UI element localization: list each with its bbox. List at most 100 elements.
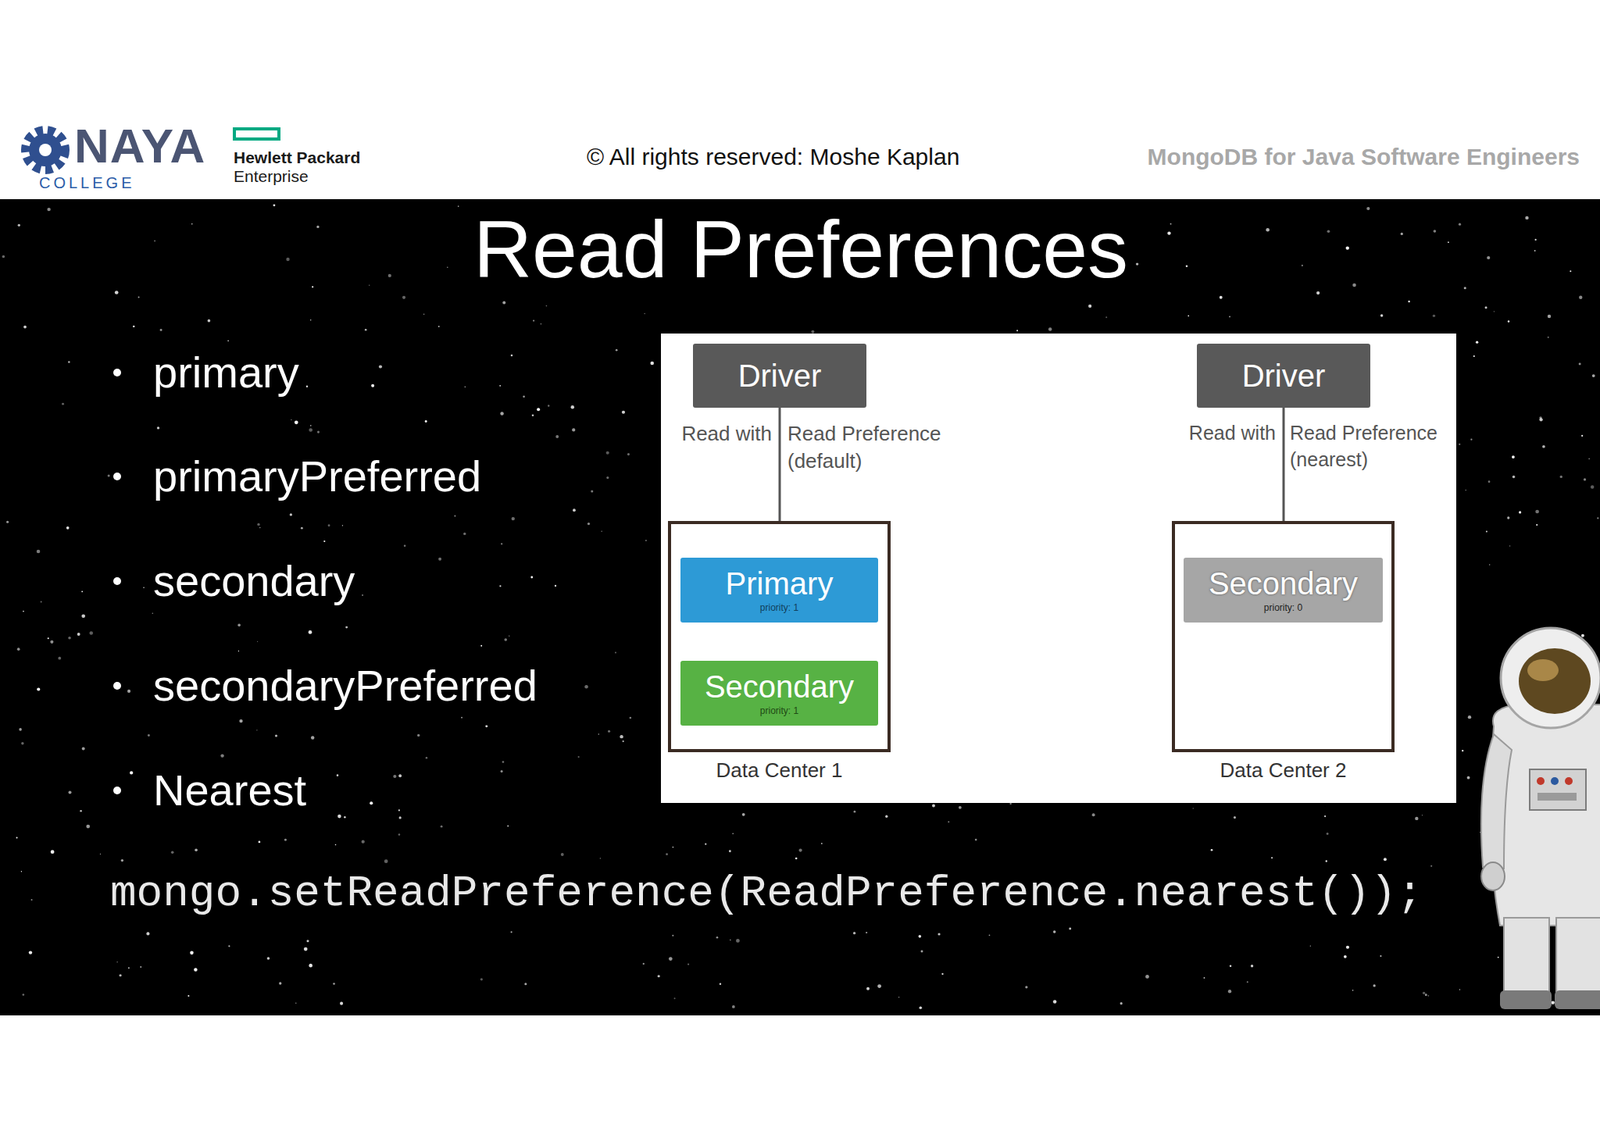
- star: [290, 419, 292, 421]
- star: [239, 719, 243, 723]
- star: [40, 601, 43, 604]
- star: [622, 740, 625, 743]
- star: [153, 239, 156, 242]
- star: [920, 950, 923, 953]
- star: [81, 614, 86, 618]
- code-line: mongo.setReadPreference(ReadPreference.n…: [110, 868, 1423, 919]
- star: [36, 687, 40, 691]
- node-label: Driver: [738, 358, 822, 393]
- star: [1053, 930, 1056, 933]
- star: [1518, 510, 1522, 514]
- star: [1467, 776, 1471, 780]
- star: [480, 978, 483, 981]
- star: [853, 932, 856, 935]
- star: [1068, 927, 1072, 930]
- star: [532, 319, 535, 322]
- star: [732, 833, 734, 836]
- star: [460, 717, 463, 719]
- logo-wordmark: Hewlett Packard: [233, 148, 361, 168]
- star: [121, 859, 124, 862]
- star: [1105, 316, 1108, 318]
- star: [21, 742, 24, 745]
- chest-button: [1564, 777, 1573, 786]
- star: [425, 420, 428, 423]
- star: [499, 385, 501, 387]
- star: [810, 330, 815, 334]
- star: [289, 513, 293, 516]
- chest-panel: [1529, 769, 1586, 811]
- star: [1310, 945, 1311, 947]
- star: [719, 983, 722, 986]
- star: [310, 735, 315, 740]
- star: [1588, 457, 1590, 460]
- star: [1525, 216, 1529, 220]
- star: [425, 757, 429, 760]
- diagram-panel: [660, 333, 1457, 804]
- helmet-visor: [1518, 648, 1591, 715]
- star: [587, 522, 590, 525]
- bullet-item: primaryPreferred: [153, 451, 482, 502]
- star: [932, 804, 936, 808]
- star: [601, 531, 603, 533]
- star: [128, 967, 130, 969]
- star: [732, 1005, 736, 1009]
- star: [310, 425, 312, 427]
- star: [650, 361, 654, 366]
- primary-member: Primarypriority: 1: [680, 557, 879, 623]
- star: [1016, 329, 1018, 332]
- star: [1430, 865, 1433, 868]
- star: [572, 508, 576, 512]
- star: [1246, 981, 1249, 983]
- star: [335, 844, 337, 847]
- astronaut-arm: [1481, 734, 1512, 869]
- star: [323, 540, 325, 543]
- star: [510, 931, 513, 933]
- star: [31, 899, 33, 901]
- star: [1458, 223, 1461, 226]
- star: [417, 734, 420, 737]
- star: [1250, 964, 1254, 968]
- star: [464, 386, 466, 389]
- logo-subtitle: Enterprise: [233, 167, 309, 186]
- star: [142, 586, 144, 588]
- star: [342, 525, 343, 526]
- star: [392, 775, 397, 779]
- star: [1592, 374, 1596, 378]
- star: [975, 839, 978, 842]
- astronaut-leg: [1556, 917, 1600, 997]
- star: [36, 550, 41, 554]
- edge-note: Read Preference (nearest): [1289, 420, 1450, 474]
- star: [17, 224, 21, 227]
- bullet-dot: [113, 786, 122, 795]
- star: [398, 833, 400, 836]
- star: [1485, 306, 1488, 309]
- star: [308, 630, 313, 635]
- star: [532, 414, 535, 417]
- star: [403, 544, 407, 547]
- gear-body: [28, 133, 62, 167]
- star: [1422, 992, 1425, 995]
- star: [1326, 832, 1329, 836]
- bullet-dot: [113, 368, 122, 377]
- chest-button: [1536, 777, 1545, 786]
- star: [1383, 857, 1387, 861]
- star: [1192, 807, 1194, 810]
- hpe-logo-mark: [234, 128, 279, 140]
- star: [23, 325, 27, 329]
- star: [1373, 984, 1376, 987]
- star: [378, 364, 383, 368]
- star: [1486, 256, 1490, 260]
- star: [687, 963, 690, 965]
- star: [1547, 336, 1550, 339]
- astronaut-figure: [1481, 628, 1600, 1010]
- star: [361, 594, 364, 597]
- star: [81, 591, 83, 593]
- star: [364, 328, 368, 332]
- driver-box: Driver: [692, 343, 867, 408]
- star: [1228, 989, 1232, 993]
- star: [237, 624, 241, 628]
- bullet-dot: [113, 577, 122, 586]
- course-name: MongoDB for Java Software Engineers: [1147, 143, 1580, 172]
- group-heading: Data Center 1: [716, 758, 843, 783]
- astronaut-boot: [1500, 990, 1552, 1010]
